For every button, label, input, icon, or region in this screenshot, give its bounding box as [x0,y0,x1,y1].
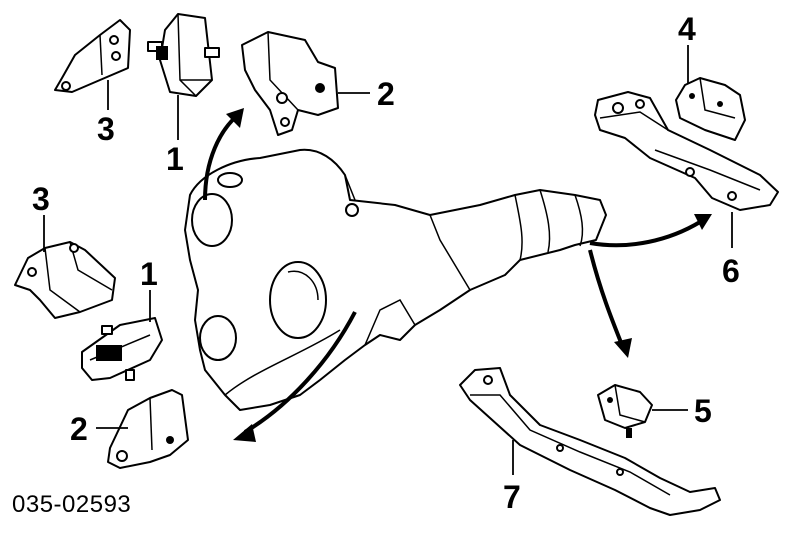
arrow-to-lower-parts [233,311,357,442]
rear-insulator-top [675,77,746,141]
callout-7: 7 [503,479,521,515]
arrow-to-lower-crossmember [588,249,632,358]
mount-bracket-top-left [54,19,131,93]
rear-crossmember [594,91,779,211]
arrow-to-upper-parts [203,108,244,201]
arrow-to-rear-crossmember [589,214,712,248]
engine-insulator-top [147,13,220,97]
callout-3-top-left: 3 [97,111,115,147]
mount-bracket-bottom-left [107,389,189,469]
engine-insulator-left [81,317,163,381]
reference-code: 035-02593 [12,491,131,518]
callout-5: 5 [694,393,712,429]
rear-insulator-lower [597,384,653,438]
callout-6: 6 [722,253,740,289]
mount-bracket-top-right [241,31,339,136]
lower-crossmember [459,367,721,516]
callout-3-left: 3 [32,181,50,217]
callout-1-top: 1 [166,141,184,177]
callout-2-top-right: 2 [377,76,395,112]
callout-1-left: 1 [140,256,158,292]
callout-2-bottom-left: 2 [70,411,88,447]
callout-4: 4 [678,11,696,47]
engine-transmission-assembly [184,148,607,411]
mount-bracket-left [14,241,116,319]
